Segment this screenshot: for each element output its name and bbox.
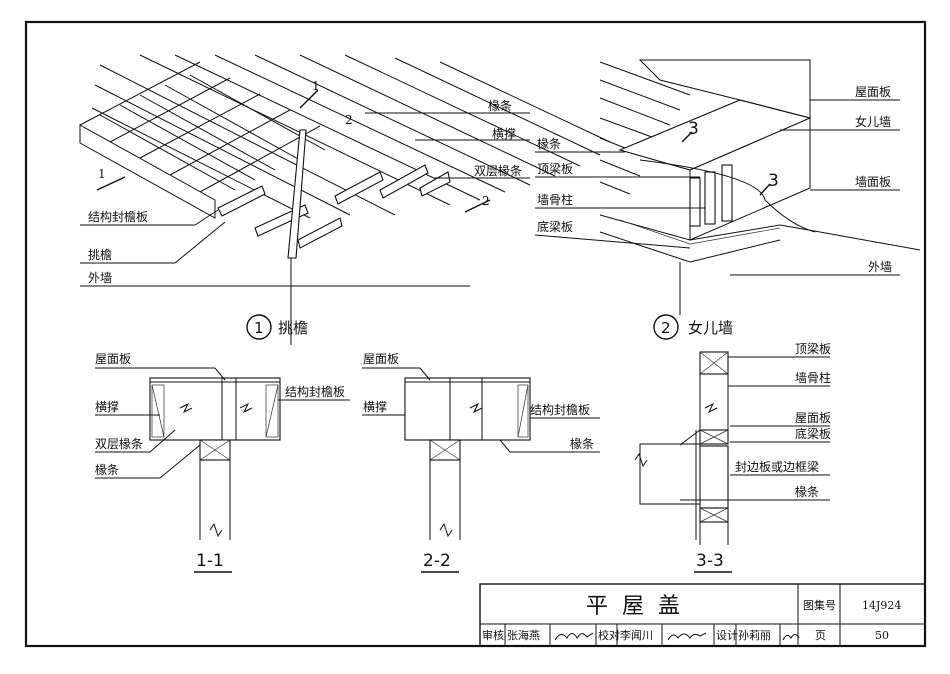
detail1-mark-b: 2	[345, 113, 353, 127]
s33-title: 3-3	[696, 551, 724, 571]
detail2-mark-b: 3	[768, 171, 779, 191]
s33-label-stud: 墙骨柱	[795, 370, 831, 385]
s11-label-double-rafter: 双层椽条	[95, 437, 143, 451]
s22-label-cross-brace: 横撑	[363, 399, 387, 414]
d1-label-eave: 挑檐	[88, 248, 112, 262]
d2-label-exterior-wall: 外墙	[868, 260, 892, 274]
s22-label-rafter: 椽条	[570, 437, 594, 451]
d1-label-double-rafter: 双层椽条	[474, 164, 522, 178]
s33-label-rim-board: 封边板或边框梁	[735, 459, 819, 474]
design-label: 设计	[716, 629, 738, 642]
checker-name: 李闻川	[620, 628, 653, 642]
d2-label-wall-panel: 墙面板	[855, 175, 891, 189]
sheet-border	[24, 20, 927, 648]
d2-label-rafter: 椽条	[537, 137, 561, 151]
title-block: 平屋盖 图集号 14J924 页 50 审核 张海燕 校对 李闻川 设计 孙莉丽	[479, 583, 926, 647]
reviewer-signature	[554, 632, 594, 641]
designer-signature	[782, 634, 800, 641]
review-label: 审核	[482, 628, 504, 642]
section-1-1: 屋面板 横撑 双层椽条 椽条 结构封檐板 1-1	[95, 352, 350, 573]
reviewer-name: 张海燕	[507, 628, 540, 642]
s33-label-roof-panel: 屋面板	[795, 411, 831, 425]
section-2-2: 屋面板 横撑 结构封檐板 椽条 2-2	[362, 352, 600, 573]
detail1-number-circle	[246, 314, 272, 340]
atlas-number-label: 图集号	[803, 598, 836, 612]
detail2-number-circle	[653, 314, 679, 340]
detail2-number: 2	[661, 319, 671, 337]
s11-label-rafter: 椽条	[95, 463, 119, 477]
d1-label-fascia: 结构封檐板	[88, 209, 148, 224]
s22-label-roof-panel: 屋面板	[363, 352, 399, 366]
s22-title: 2-2	[423, 551, 451, 571]
d2-label-stud: 墙骨柱	[537, 192, 573, 207]
d2-label-parapet: 女儿墙	[855, 114, 891, 129]
detail1-mark-a: 1	[98, 167, 106, 181]
page-number: 50	[875, 629, 889, 642]
detail2-title: 女儿墙	[688, 319, 733, 337]
detail1-mark-b2: 2	[482, 194, 490, 208]
d1-label-exterior-wall: 外墙	[88, 271, 112, 285]
s22-label-fascia: 结构封檐板	[530, 402, 590, 417]
d2-label-top-plate: 顶梁板	[537, 161, 573, 176]
d2-label-roof-panel: 屋面板	[855, 85, 891, 99]
checker-signature	[667, 632, 707, 641]
s33-label-rafter: 椽条	[795, 485, 819, 499]
s33-label-bottom-plate: 底梁板	[795, 426, 831, 441]
atlas-number: 14J924	[862, 599, 901, 612]
d1-label-rafter: 椽条	[488, 99, 512, 113]
detail1-title: 挑檐	[278, 319, 308, 337]
designer-name: 孙莉丽	[738, 629, 771, 642]
s11-label-fascia: 结构封檐板	[285, 384, 345, 399]
s33-label-top-plate: 顶梁板	[795, 341, 831, 356]
sheet-title: 平屋盖	[586, 594, 694, 619]
d1-label-cross-brace: 横撑	[492, 126, 516, 141]
detail2-parapet-drawing: 3 3 屋面板 女儿墙 椽条 顶梁板 墙面板 墙骨柱 底梁板 外墙 2 女儿墙	[534, 59, 921, 340]
s11-label-roof-panel: 屋面板	[95, 352, 131, 366]
detail1-number: 1	[254, 319, 264, 337]
s11-title: 1-1	[196, 551, 224, 571]
detail1-eave-drawing: 1 1 2 2 椽条 横撑 双层椽条 结构封檐板 挑檐 外墙 1 挑檐	[79, 54, 611, 345]
detail2-mark-a: 3	[688, 119, 699, 139]
s11-label-cross-brace: 横撑	[95, 399, 119, 414]
check-label: 校对	[598, 628, 620, 642]
page-label: 页	[815, 629, 826, 642]
detail1-mark-a2: 1	[312, 79, 320, 93]
section-3-3: 顶梁板 墙骨柱 屋面板 底梁板 封边板或边框梁 椽条 3-3	[634, 341, 831, 573]
d2-label-bottom-plate: 底梁板	[537, 219, 573, 234]
